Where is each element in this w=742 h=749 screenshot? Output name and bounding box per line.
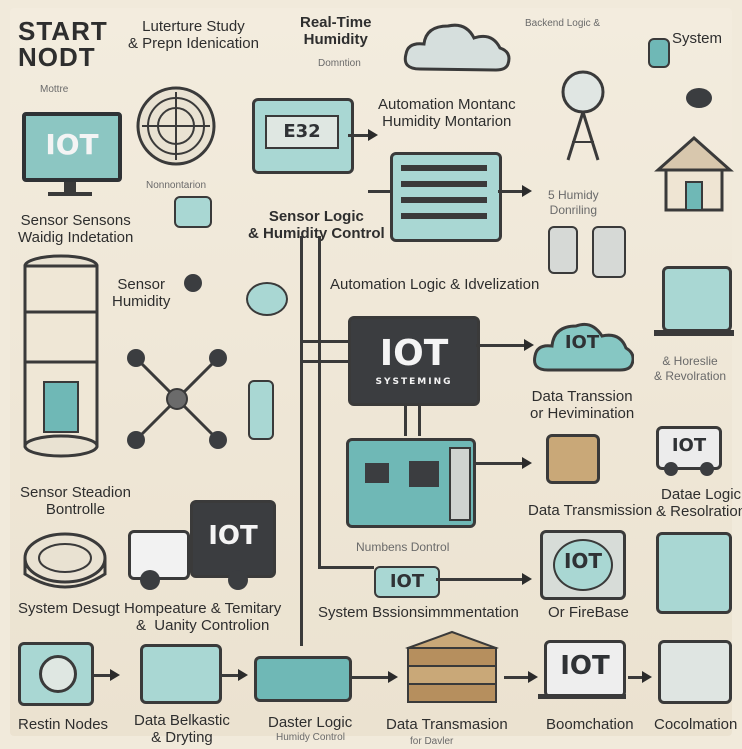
realtime-sub-label: Domntion	[318, 58, 361, 69]
arrow-right	[522, 185, 532, 197]
cloud-iot-label: IOT	[564, 332, 600, 353]
meter-icon	[548, 226, 578, 274]
restin-nodes-label: Restin Nodes	[18, 716, 109, 733]
arrow-right	[238, 669, 248, 681]
antenna-tower-icon	[561, 70, 605, 161]
literature-study-label: Luterture Study & Prepn Idenication	[128, 18, 259, 52]
laptop-screen	[662, 266, 732, 332]
system-label: System	[672, 30, 723, 47]
iot-main-board: IOT SYSTEMING	[348, 316, 480, 406]
boomchation-label: Boomchation	[546, 716, 634, 733]
arrow-right	[110, 669, 120, 681]
sensor-node-icon	[184, 274, 202, 292]
arrow-right	[522, 573, 532, 585]
qr-panel-icon	[656, 532, 732, 614]
monitor-base	[48, 192, 92, 196]
sensor-sensons-label: Sensor Sensons Waidig Indetation	[18, 212, 134, 246]
fan-icon	[136, 86, 216, 166]
arrow-right	[642, 671, 652, 683]
arrow-right	[528, 671, 538, 683]
package-icon	[546, 434, 600, 484]
iot-tag: IOT	[374, 566, 440, 598]
datae-logic-label: Datae Logic & Resolration	[656, 486, 742, 520]
data-transmission-label: Data Transmission	[528, 502, 653, 519]
sensor-module-icon	[174, 196, 212, 228]
sensor-knob-icon	[686, 88, 712, 108]
data-transsion-label: Data Transsion or Hevimination	[530, 388, 635, 422]
storage-stack-icon	[405, 630, 499, 703]
restin-device-icon	[18, 642, 94, 706]
iot-monitor: IOT	[22, 112, 122, 182]
numbers-control-label: Numbens Dontrol	[356, 540, 450, 554]
cloud-icon	[403, 23, 511, 72]
iot-screen: IOT	[540, 530, 626, 600]
arrow-right	[368, 129, 378, 141]
sensor-disc-icon	[246, 282, 288, 316]
circuit-board	[346, 438, 476, 528]
wheel-icon	[140, 570, 160, 590]
daster-logic-label: Daster Logic	[268, 714, 353, 731]
disc-icon	[23, 532, 107, 589]
backend-logic-label: Backend Logic &	[525, 18, 601, 29]
hompeature-label: Hompeature & Temitary & Uanity Controlio…	[124, 600, 282, 634]
connector-line	[348, 134, 370, 137]
monitor-stand	[64, 182, 76, 194]
sensor-steadion-label: Sensor Steadion Bontrolle	[20, 484, 131, 518]
data-belkastic-label: Data Belkastic & Dryting	[134, 712, 230, 746]
daster-logic-sub-label: Humidy Control	[276, 732, 345, 743]
nonnontarion-label: Nonnontarion	[146, 180, 207, 191]
e32-module: E32	[252, 98, 354, 174]
system-design-label: System Desugt	[18, 600, 120, 617]
start-node-title: START NODT	[18, 16, 108, 72]
cloud-iot-icon	[533, 322, 634, 372]
mottre-label: Mottre	[40, 84, 69, 95]
iot-laptop-screen: IOT	[544, 640, 626, 698]
device-icon	[648, 38, 670, 68]
sensor-logic-label: Sensor Logic & Humidity Control	[248, 208, 385, 242]
data-box-icon	[140, 644, 222, 704]
sensor-humidity-label: Sensor Humidity	[112, 276, 171, 310]
battery-icon	[248, 380, 274, 440]
system-bssion-label: System Bssionsimmmentation	[318, 604, 519, 621]
truck-cargo: IOT	[190, 500, 276, 578]
realtime-humidity-label: Real-Time Humidity	[300, 14, 372, 48]
network-node-icon	[127, 349, 227, 449]
meter-icon	[592, 226, 626, 278]
truck-cab	[128, 530, 190, 580]
wheel-icon	[700, 462, 714, 476]
or-firebase-label: Or FireBase	[548, 604, 629, 621]
horeslie-label: & Horeslie & Revolration	[654, 354, 727, 383]
arrow-right	[524, 339, 534, 351]
wheel-icon	[664, 462, 678, 476]
wheel-icon	[228, 570, 248, 590]
laptop-base	[654, 330, 734, 336]
data-transmasion-label: Data Transmasion	[386, 716, 508, 733]
e32-display: E32	[265, 115, 339, 149]
document-screen-icon	[658, 640, 732, 704]
arrow-right	[522, 457, 532, 469]
laptop-base	[538, 694, 626, 699]
daster-board-icon	[254, 656, 352, 702]
cocolmation-label: Cocolmation	[654, 716, 738, 733]
humidity-controlling-label: 5 Humidy Donriling	[548, 188, 599, 217]
automation-label: Automation Montanc Humidity Montarion	[378, 96, 516, 130]
automation-logic-label: Automation Logic & Idvelization	[330, 276, 540, 293]
data-transmasion-sub-label: for Davler	[410, 736, 454, 747]
arrow-right	[388, 671, 398, 683]
sensor-cylinder-icon	[23, 254, 99, 458]
house-icon	[654, 135, 734, 212]
dashboard-screen	[390, 152, 502, 242]
